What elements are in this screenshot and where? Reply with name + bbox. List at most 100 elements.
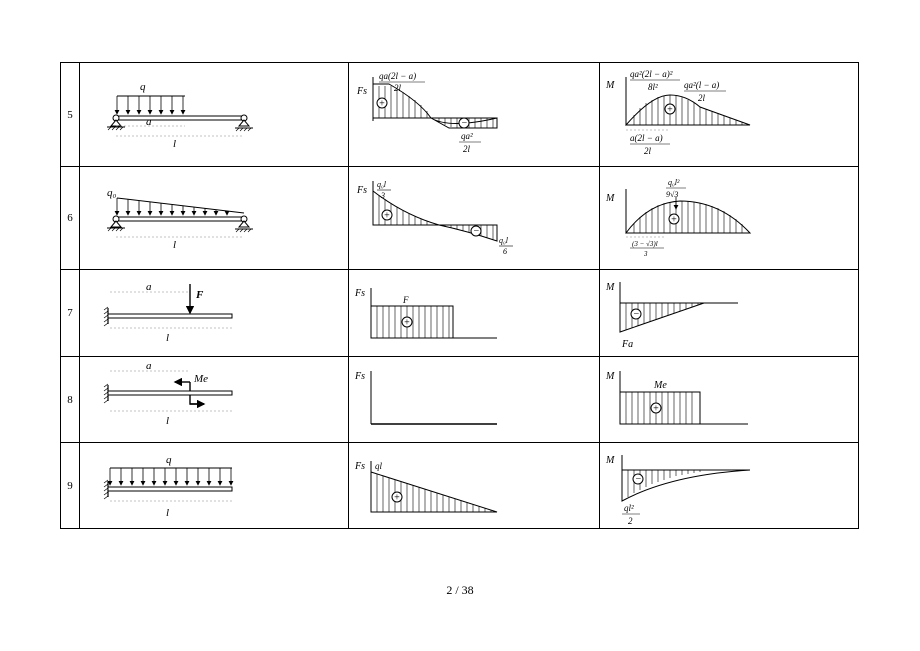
row-number: 5 [60, 62, 80, 167]
span-a-label: a [146, 360, 152, 372]
pin-support [107, 215, 125, 232]
moment-max-bottom: 9√3 [666, 190, 678, 199]
shear-neg-bottom: 2l [463, 144, 471, 154]
shear-diagram: Fs + − q₀l 3 [348, 166, 600, 270]
moment-value: Fa [621, 339, 633, 350]
moment-diagram: M + q₀l² 9√3 [599, 166, 859, 270]
moment-x-bottom: 3 [643, 250, 648, 258]
load-diagram-6: q₀ [107, 187, 253, 251]
load-diagram: q [79, 442, 349, 529]
moment-max-bottom: 8l² [648, 82, 658, 92]
load-diagram-7: a F l [103, 281, 233, 344]
moment-right-bottom: 2l [698, 93, 706, 103]
moment-max-top: qa²(2l − a)² [630, 69, 673, 79]
load-q-label: q [166, 454, 172, 466]
moment-axis-label: M [605, 80, 615, 91]
shear-diagram-7: Fs + F [354, 288, 497, 339]
roller-support [235, 215, 253, 233]
shear-pos-top: q₀l [377, 180, 387, 189]
shear-pos-bottom: 2l [394, 83, 402, 93]
shear-axis-label: Fs [354, 461, 365, 472]
plus-sign: + [671, 215, 678, 226]
moment-diagram-7: M − Fa [605, 282, 738, 350]
shear-value: F [402, 295, 409, 305]
shear-diagram: Fs [348, 356, 600, 443]
moment-value-top: ql² [624, 503, 634, 513]
minus-sign: − [635, 474, 642, 485]
span-a-label: a [146, 116, 152, 128]
table-row: 7 a F l Fs [60, 269, 859, 357]
span-l-label: l [166, 332, 169, 344]
plus-sign: + [653, 404, 660, 415]
moment-value: Me [653, 380, 667, 391]
span-l-label: l [166, 507, 169, 519]
shear-pos-top: qa(2l − a) [379, 71, 416, 81]
shear-neg-top: q₀l [499, 236, 509, 245]
shear-diagram-8: Fs [354, 371, 497, 425]
load-diagram-9: q [103, 454, 234, 519]
roller-support [235, 114, 253, 132]
load-diagram: a F l [79, 269, 349, 357]
moment-axis-label: M [605, 193, 615, 204]
row-number: 8 [60, 356, 80, 443]
table-row: 6 q₀ [60, 166, 859, 270]
moment-right-top: qa²(l − a) [684, 80, 719, 90]
load-q0-label: q₀ [107, 187, 117, 199]
shear-diagram: Fs + ql [348, 442, 600, 529]
plus-sign: + [667, 105, 674, 116]
table-row: 5 q [60, 62, 859, 167]
shear-pos-bottom: 3 [380, 191, 385, 200]
moment-diagram: M + qa²(2l − a)² 8l² qa²(l − [599, 62, 859, 167]
shear-axis-label: Fs [354, 288, 365, 299]
moment-axis-label: M [605, 282, 615, 293]
plus-sign: + [384, 211, 391, 222]
couple-me-label: Me [193, 373, 208, 385]
moment-x-top: a(2l − a) [630, 133, 663, 143]
shear-diagram: Fs + F [348, 269, 600, 357]
moment-diagram: M − Fa [599, 269, 859, 357]
shear-diagram: Fs + − qa(2l − a) [348, 62, 600, 167]
moment-axis-label: M [605, 455, 615, 466]
shear-diagram-5: Fs + − qa(2l − a) [356, 71, 498, 154]
plus-sign: + [394, 493, 401, 504]
moment-diagram-8: M + Me [605, 371, 748, 425]
load-q-label: q [140, 81, 146, 93]
span-l-label: l [173, 138, 176, 150]
table-row: 9 q [60, 442, 859, 529]
load-diagram: q₀ [79, 166, 349, 270]
shear-axis-label: Fs [356, 86, 367, 97]
moment-diagram-6: M + q₀l² 9√3 [605, 178, 752, 258]
moment-diagram: M + Me [599, 356, 859, 443]
moment-x-top: (3 − √3)l [632, 240, 658, 248]
plus-sign: + [379, 99, 386, 110]
span-l-label: l [166, 415, 169, 427]
shear-diagram-9: Fs + ql [354, 461, 498, 513]
table-row: 8 a Me l Fs [60, 356, 859, 443]
moment-diagram-9: M − ql² 2 [605, 455, 751, 526]
page-number: 2 / 38 [446, 583, 474, 597]
row-number: 7 [60, 269, 80, 357]
row-number: 9 [60, 442, 80, 529]
minus-sign: − [461, 118, 468, 129]
load-diagram: q [79, 62, 349, 167]
span-a-label: a [146, 281, 152, 293]
load-diagram-8: a Me l [103, 360, 233, 427]
moment-diagram-5: M + qa²(2l − a)² 8l² qa²(l − [605, 69, 751, 156]
force-f-label: F [195, 289, 204, 301]
moment-x-bottom: 2l [644, 146, 652, 156]
row-number: 6 [60, 166, 80, 270]
minus-sign: − [633, 309, 640, 320]
shear-neg-top: qa² [461, 131, 473, 141]
shear-axis-label: Fs [356, 185, 367, 196]
plus-sign: + [404, 318, 411, 329]
moment-value-bottom: 2 [628, 516, 633, 526]
shear-diagram-6: Fs + − q₀l 3 [356, 180, 513, 256]
moment-axis-label: M [605, 371, 615, 382]
shear-neg-bottom: 6 [503, 247, 507, 256]
span-l-label: l [173, 239, 176, 251]
moment-diagram: M − ql² 2 [599, 442, 859, 529]
load-diagram-5: q [107, 81, 253, 150]
load-diagram: a Me l [79, 356, 349, 443]
shear-value: ql [375, 461, 383, 471]
beam-table: 5 q [60, 62, 859, 529]
